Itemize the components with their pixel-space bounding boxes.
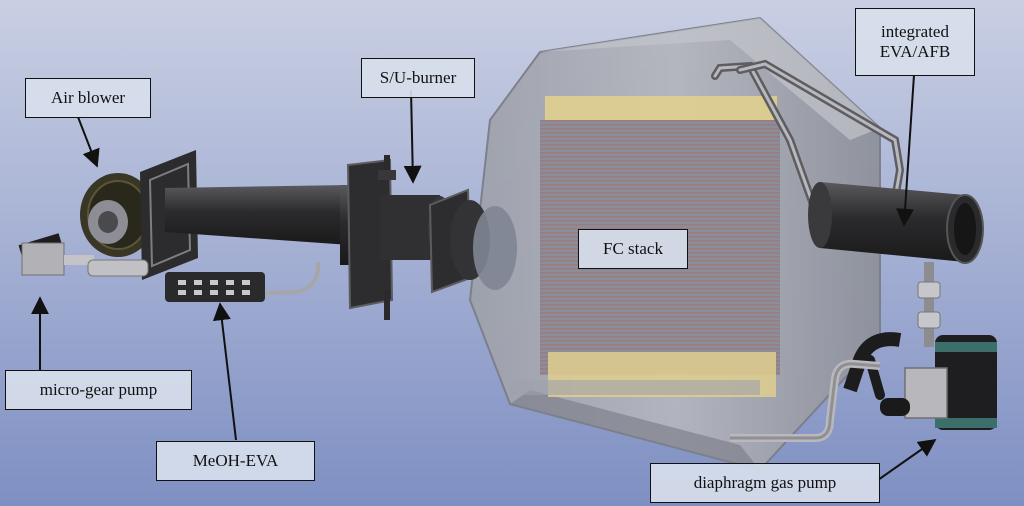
air-blower (18, 173, 156, 257)
diaphragm-gas-pump (843, 332, 997, 430)
integrated-eva-afb (808, 182, 984, 264)
label-meoh-eva: MeOH-EVA (156, 441, 315, 481)
label-diaphragm-gas-pump: diaphragm gas pump (650, 463, 880, 503)
label-air-blower: Air blower (25, 78, 151, 118)
arrow-air-blower (77, 116, 100, 168)
meoh-eva (165, 262, 320, 302)
label-integrated-eva-afb-line1: integrated (881, 22, 949, 42)
arrow-eva-afb (896, 74, 915, 227)
micro-gear-pump (21, 242, 149, 277)
label-su-burner: S/U-burner (361, 58, 475, 98)
label-fc-stack: FC stack (578, 229, 688, 269)
burner-cone (165, 155, 517, 320)
arrow-meoh-eva (212, 302, 237, 441)
label-integrated-eva-afb: integrated EVA/AFB (855, 8, 975, 76)
label-micro-gear-pump: micro-gear pump (5, 370, 192, 410)
arrow-su-burner (403, 89, 422, 184)
arrows (31, 74, 937, 481)
label-integrated-eva-afb-line2: EVA/AFB (879, 42, 951, 61)
arrow-diaphragm-pump (877, 438, 937, 481)
connector-vertical (917, 262, 941, 347)
